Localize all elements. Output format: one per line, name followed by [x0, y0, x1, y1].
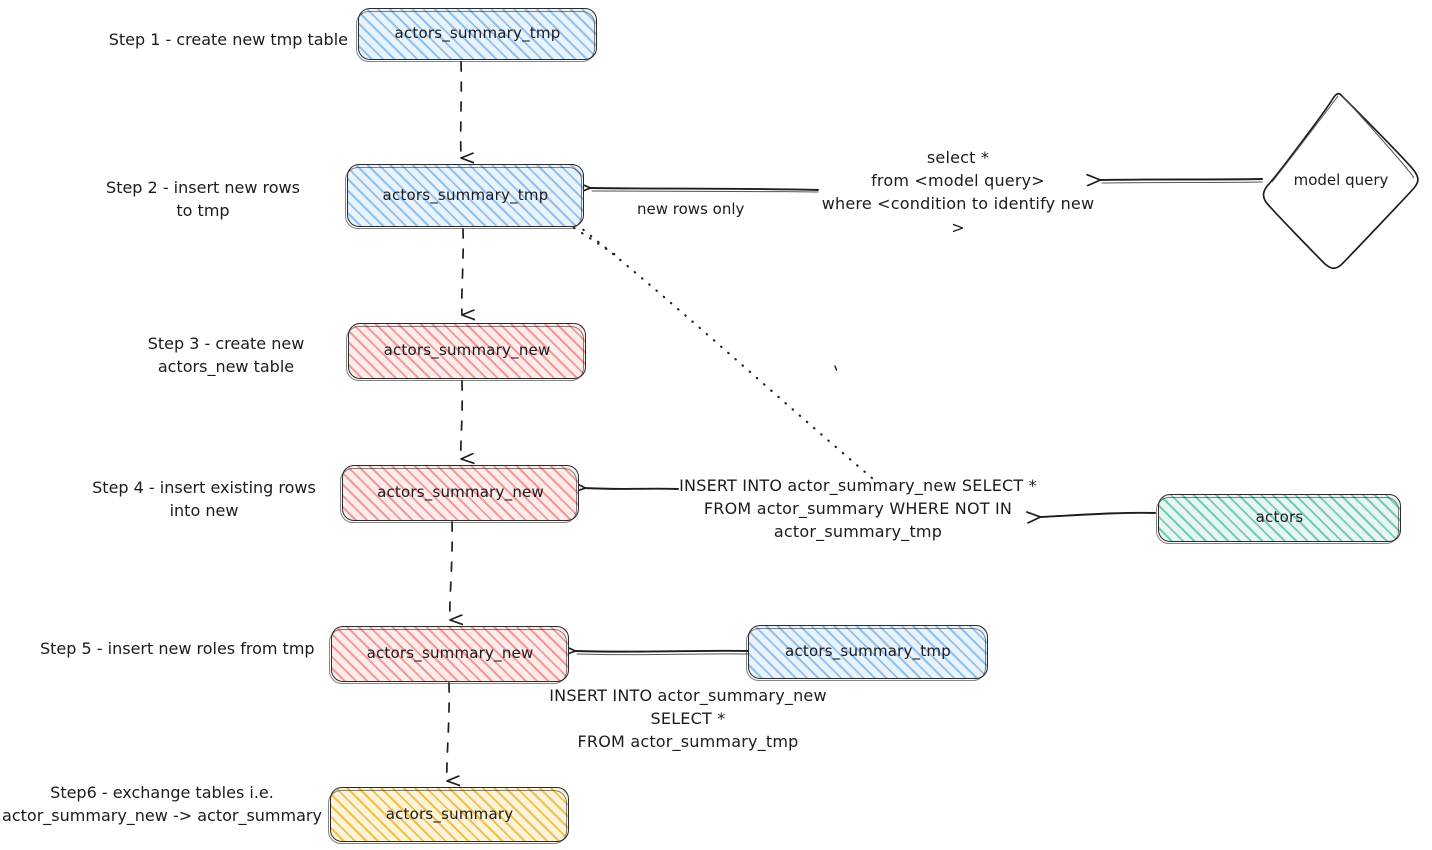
- node-actors-summary-tmp-source[interactable]: actors_summary_tmp: [746, 625, 988, 681]
- node-actors-summary-step6[interactable]: actors_summary: [328, 787, 569, 844]
- node-label: actors_summary: [385, 804, 514, 823]
- node-label: actors_summary_tmp: [785, 642, 951, 661]
- node-actors-source[interactable]: actors: [1156, 494, 1401, 544]
- step-6-label: Step6 - exchange tables i.e. actor_summa…: [2, 783, 322, 826]
- connector-node2-node3: [460, 228, 463, 315]
- node-label: actors_summary_tmp: [382, 185, 549, 204]
- connector-tmpright-to-node5: [575, 651, 749, 655]
- node-label: model query: [1293, 171, 1389, 189]
- connector-node3-node4: [459, 380, 462, 459]
- node-label: actors_summary_new: [377, 483, 544, 502]
- node-label: actors_summary_new: [366, 644, 534, 663]
- step-3-label: Step 3 - create new actors_new table: [147, 334, 305, 377]
- connector-node2-dotted-to-step4-sql: [572, 222, 874, 480]
- node-actors-summary-new-step3[interactable]: actors_summary_new: [346, 323, 586, 381]
- connector-sql-to-node2: [590, 188, 819, 192]
- stray-mark: [834, 365, 838, 371]
- step-1-label: Step 1 - create new tmp table: [108, 30, 348, 49]
- connector-node5-node6: [445, 682, 449, 781]
- step-2-label: Step 2 - insert new rows to tmp: [106, 178, 300, 221]
- connector-node1-node2: [459, 61, 462, 158]
- node-actors-summary-new-step5[interactable]: actors_summary_new: [329, 626, 569, 684]
- annotation-new-rows-only: new rows only: [637, 200, 745, 218]
- annotation-model-query-sql: select * from <model query> where <condi…: [821, 148, 1095, 237]
- diamond-shape-icon: [1262, 92, 1419, 270]
- step-5-label: Step 5 - insert new roles from tmp: [40, 639, 315, 658]
- step-4-label: Step 4 - insert existing rows into new: [92, 478, 316, 521]
- connector-modelquery-to-sql: [1100, 179, 1263, 183]
- annotation-insert-existing-sql: INSERT INTO actor_summary_new SELECT * F…: [679, 476, 1037, 542]
- node-actors-summary-tmp-step2[interactable]: actors_summary_tmp: [345, 164, 584, 229]
- connector-actors-to-sql: [1040, 513, 1156, 517]
- node-label: actors: [1255, 508, 1304, 527]
- connector-sql-to-node4: [585, 488, 679, 489]
- node-actors-summary-new-step4[interactable]: actors_summary_new: [340, 465, 579, 523]
- annotation-insert-new-roles-sql: INSERT INTO actor_summary_new SELECT * F…: [549, 686, 827, 752]
- node-actors-summary-tmp-step1[interactable]: actors_summary_tmp: [356, 8, 597, 62]
- node-model-query-diamond[interactable]: model query: [1262, 90, 1420, 270]
- node-label: actors_summary_new: [383, 341, 551, 360]
- node-label: actors_summary_tmp: [394, 24, 561, 43]
- connector-node4-node5: [448, 521, 452, 620]
